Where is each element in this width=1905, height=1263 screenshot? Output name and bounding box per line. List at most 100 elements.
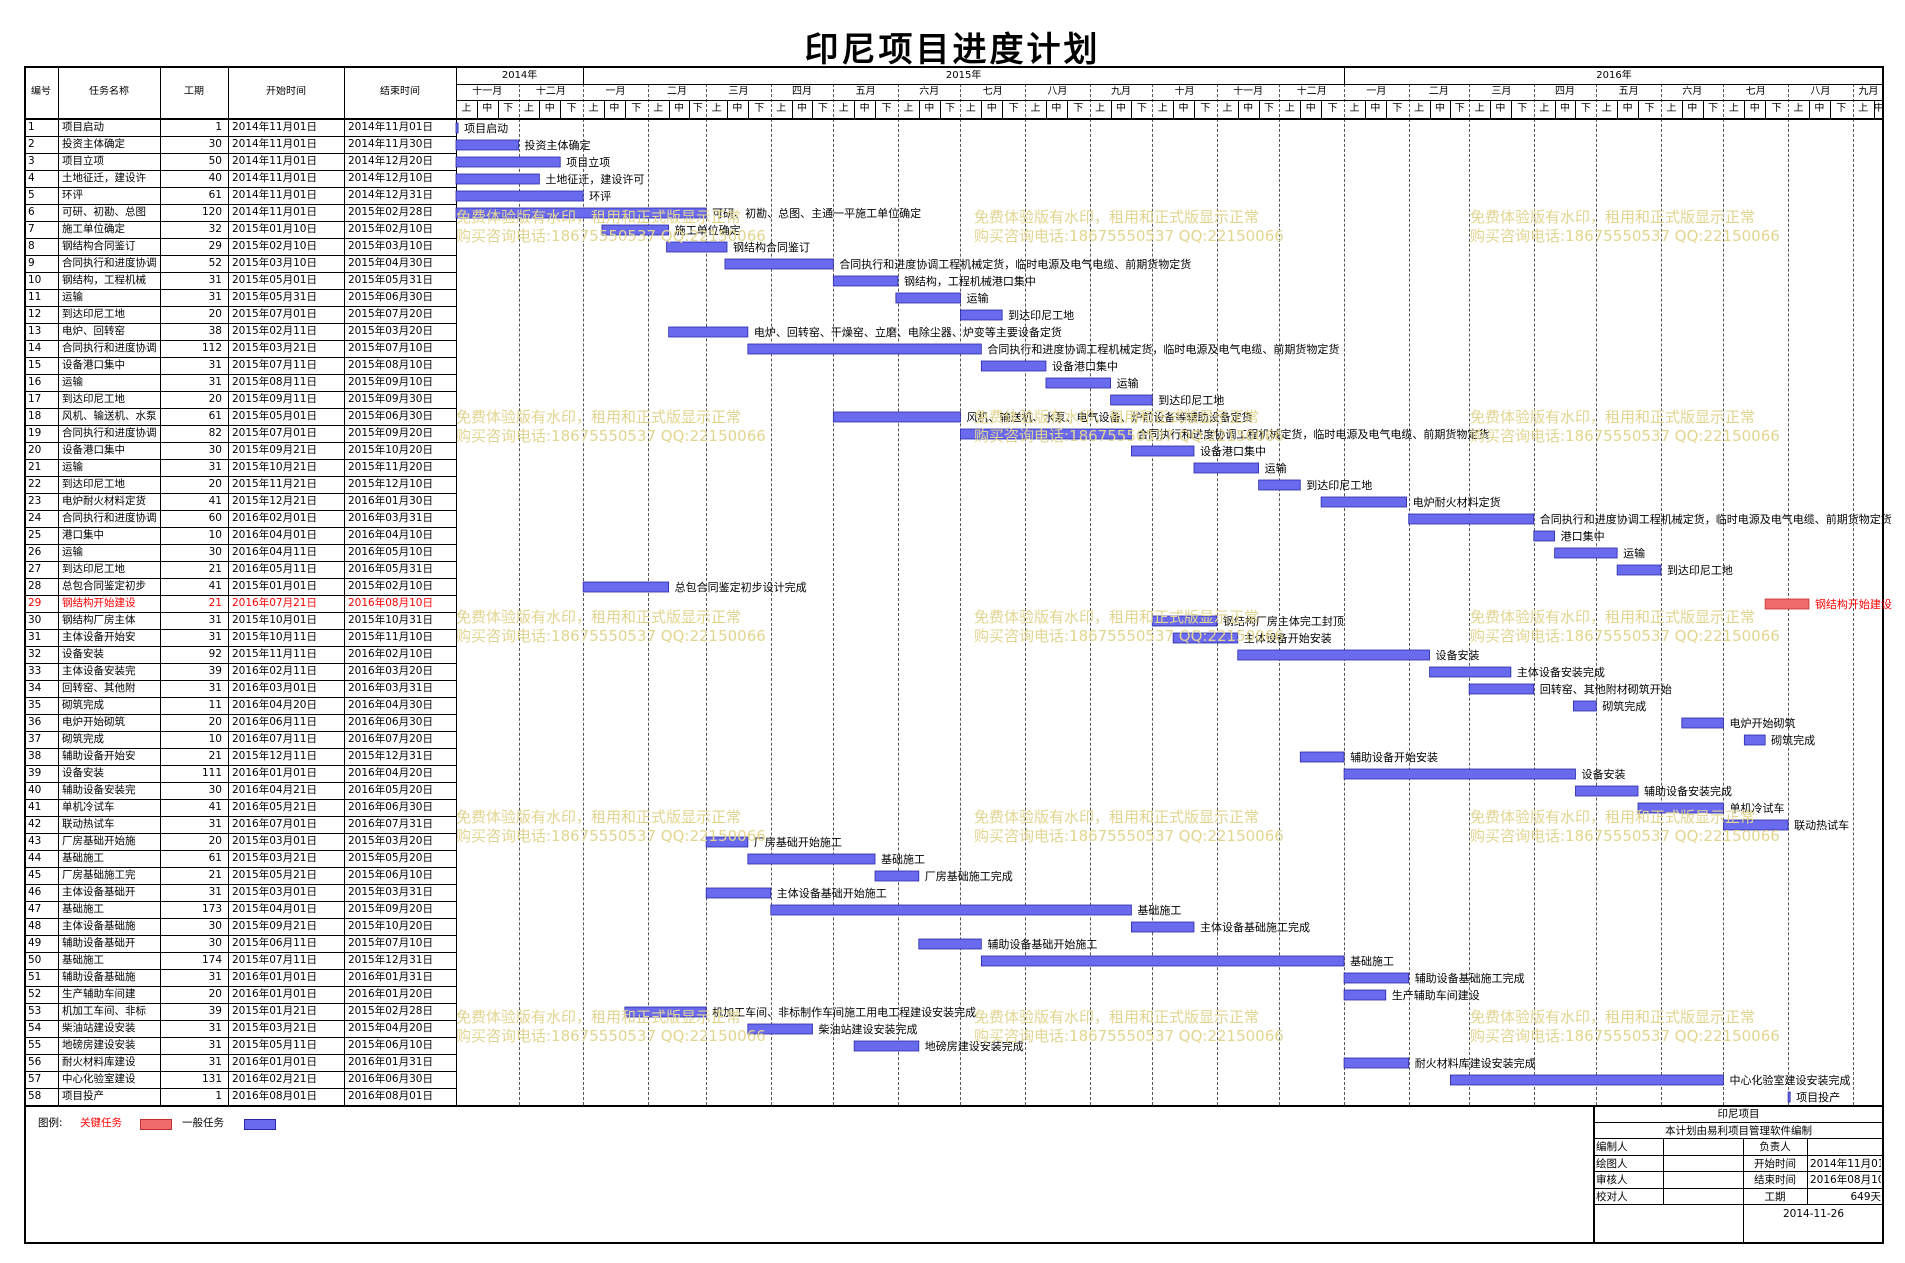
year-divider (583, 68, 585, 84)
task-duration: 21 (208, 869, 222, 881)
decade-divider (1575, 100, 1577, 118)
task-end: 2015年06月10日 (348, 869, 433, 881)
task-id: 45 (28, 869, 42, 881)
task-bar-label: 项目启动 (464, 122, 508, 135)
decade-divider (1258, 100, 1260, 118)
task-end: 2015年10月31日 (348, 614, 433, 626)
task-bar-label: 主体设备基础开始施工 (777, 886, 887, 900)
task-duration: 31 (208, 376, 222, 388)
row-line (24, 136, 456, 137)
task-id: 29 (28, 597, 42, 609)
task-start: 2016年08月01日 (232, 1090, 317, 1102)
month-label: 一月 (605, 86, 626, 97)
decade-label: 下 (1008, 103, 1019, 114)
task-start: 2014年11月01日 (232, 172, 317, 184)
task-bar (1616, 564, 1662, 576)
task-start: 2015年06月11日 (232, 937, 317, 949)
task-start: 2015年08月11日 (232, 376, 317, 388)
task-name: 投资主体确定 (62, 138, 125, 150)
task-bar-label: 电炉开始砌筑 (1729, 716, 1795, 730)
task-id: 57 (28, 1073, 42, 1085)
task-name: 机加工车间、非标 (62, 1005, 146, 1017)
task-bar-label: 合同执行和进度协调工程机械定货，临时电源及电气电缆、前期货物定货 (1540, 512, 1892, 526)
month-label: 十一月 (472, 86, 503, 97)
task-name: 联动热试车 (62, 818, 115, 830)
row-line (24, 357, 456, 358)
task-end: 2015年10月20日 (348, 920, 433, 932)
decade-divider (1300, 100, 1302, 118)
title-block-border (1593, 1105, 1595, 1244)
task-duration: 31 (208, 886, 222, 898)
decade-label: 下 (1708, 103, 1719, 114)
task-end: 2016年06月30日 (348, 716, 433, 728)
task-duration: 39 (208, 665, 222, 677)
col-header-name: 任务名称 (89, 86, 129, 97)
task-duration: 29 (208, 240, 222, 252)
row-line (24, 714, 456, 715)
task-duration: 20 (208, 478, 222, 490)
decade-label: 上 (1095, 103, 1106, 114)
task-bar-label: 施工单位确定 (675, 223, 741, 237)
task-bar (1110, 394, 1153, 406)
task-name: 可研、初勘、总图 (62, 206, 146, 218)
task-bar-label: 运输 (1117, 376, 1139, 390)
task-bar-label: 到达印尼工地 (1008, 309, 1074, 322)
task-start: 2015年01月01日 (232, 580, 317, 592)
decade-label: 下 (1836, 103, 1847, 114)
task-start: 2015年07月11日 (232, 954, 317, 966)
task-id: 48 (28, 920, 42, 932)
decade-divider (1510, 100, 1512, 118)
decade-label: 上 (523, 103, 534, 114)
task-id: 25 (28, 529, 42, 541)
row-line (24, 833, 456, 834)
month-label: 四月 (1555, 86, 1576, 97)
row-line (24, 425, 456, 426)
task-bar-label: 运输 (1623, 546, 1645, 560)
task-duration: 21 (208, 563, 222, 575)
task-bar (770, 904, 1132, 916)
task-duration: 41 (208, 801, 222, 813)
task-bar (1468, 683, 1535, 695)
month-divider (897, 84, 899, 1105)
task-bar (601, 224, 670, 236)
decade-label: 中 (1305, 103, 1316, 114)
task-start: 2016年05月21日 (232, 801, 317, 813)
column-divider (160, 68, 161, 1105)
row-line (24, 697, 456, 698)
month-label: 二月 (1428, 86, 1449, 97)
task-bar-label: 主体设备基础施工完成 (1200, 920, 1310, 934)
task-name: 钢结构开始建设 (62, 597, 136, 609)
decade-divider (1110, 100, 1112, 118)
row-line (24, 748, 456, 749)
task-duration: 30 (208, 784, 222, 796)
task-duration: 20 (208, 308, 222, 320)
task-duration: 61 (208, 410, 222, 422)
task-bar-label: 地磅房建设安装完成 (925, 1039, 1024, 1053)
month-divider (1788, 84, 1790, 1105)
row-line (24, 221, 456, 222)
task-start: 2014年11月01日 (232, 206, 317, 218)
task-end: 2016年05月20日 (348, 784, 433, 796)
task-duration: 31 (208, 274, 222, 286)
task-id: 24 (28, 512, 42, 524)
task-duration: 1 (215, 121, 222, 133)
decade-divider (1638, 100, 1639, 118)
row-line (24, 306, 456, 307)
task-id: 4 (28, 172, 35, 184)
task-name: 基础施工 (62, 852, 104, 864)
decade-label: 上 (965, 103, 976, 114)
task-bar (1131, 921, 1195, 933)
task-bar (1787, 1091, 1791, 1103)
decade-label: 下 (1264, 103, 1275, 114)
task-bar-label: 耐火材料库建设安装完成 (1415, 1056, 1536, 1070)
task-start: 2015年05月31日 (232, 291, 317, 303)
task-id: 31 (28, 631, 42, 643)
decade-label: 中 (544, 103, 555, 114)
task-bar-label: 电炉耐火材料定货 (1413, 495, 1501, 509)
row-line (24, 867, 456, 868)
task-start: 2016年04月20日 (232, 699, 317, 711)
task-end: 2016年04月10日 (348, 529, 433, 541)
task-id: 34 (28, 682, 42, 694)
task-name: 主体设备安装完 (62, 665, 136, 677)
title-block-cell: 2016年08月10日 (1810, 1174, 1881, 1186)
